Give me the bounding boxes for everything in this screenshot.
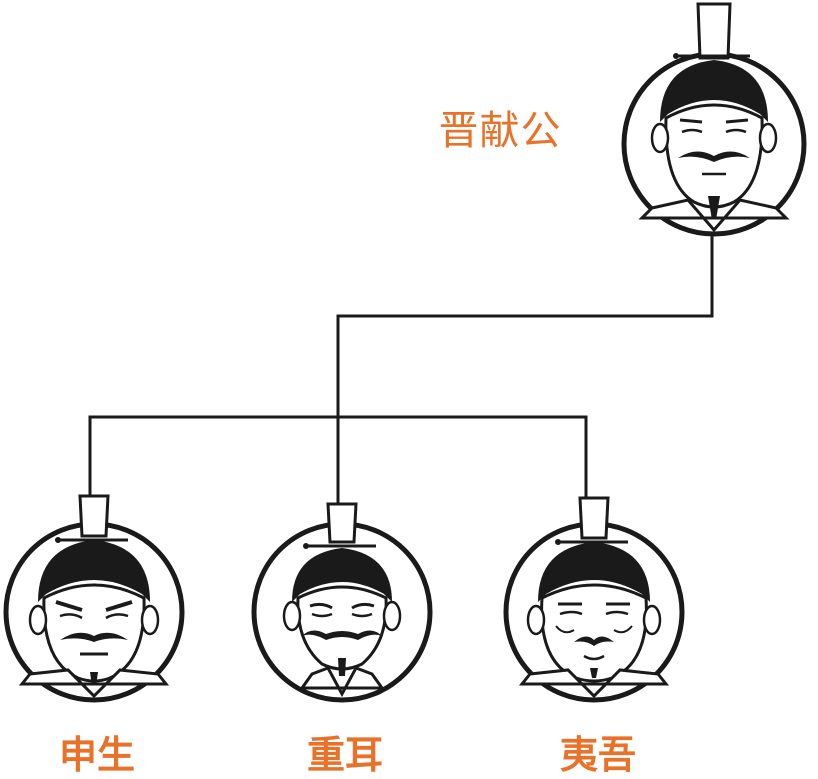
child-portrait-3 bbox=[506, 498, 682, 700]
child-portrait-1 bbox=[6, 496, 182, 700]
child-name-label-3: 夷吾 bbox=[533, 724, 663, 779]
child-name-label-2: 重耳 bbox=[280, 724, 410, 779]
parent-name-label: 晋献公 bbox=[430, 98, 570, 156]
parent-portrait bbox=[624, 4, 804, 234]
parent-trunk-line bbox=[338, 235, 712, 510]
child-portrait-2 bbox=[254, 504, 430, 700]
connector-lines bbox=[90, 235, 712, 518]
child-name-label-1: 申生 bbox=[32, 724, 162, 779]
